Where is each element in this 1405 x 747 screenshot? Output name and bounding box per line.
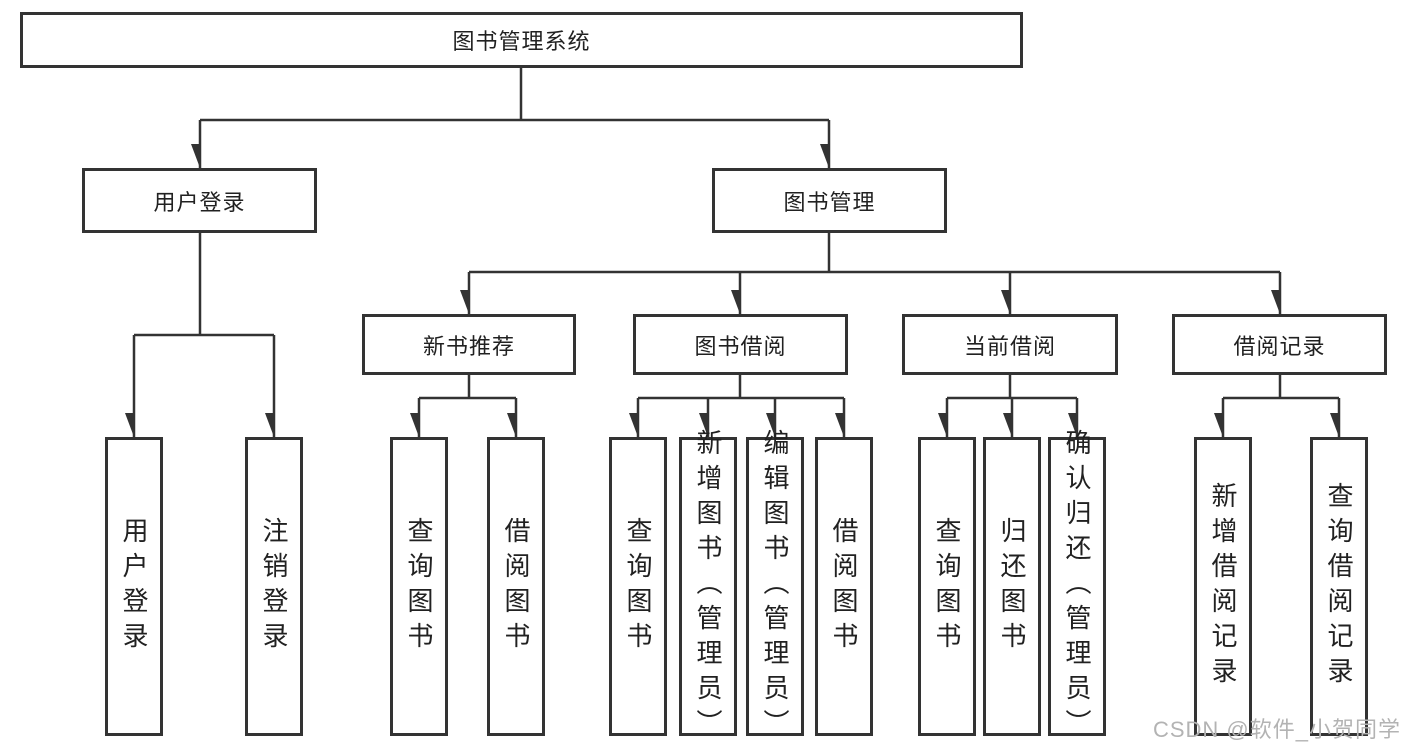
leaf-borrow-book: 借阅图书	[815, 437, 873, 736]
node-new-book-recommend: 新书推荐	[362, 314, 576, 375]
node-label: 用户登录	[153, 189, 246, 215]
leaf-query-borrow-record: 查询借阅记录	[1310, 437, 1368, 736]
node-label: 当前借阅	[963, 333, 1056, 359]
node-label: 新书推荐	[422, 333, 515, 359]
leaf-label: 查询图书	[932, 516, 962, 657]
node-borrow-records: 借阅记录	[1172, 314, 1387, 375]
leaf-return-book: 归还图书	[983, 437, 1041, 736]
leaf-label: 查询图书	[404, 516, 434, 657]
node-current-borrow: 当前借阅	[902, 314, 1118, 375]
leaf-label: 注销登录	[259, 516, 289, 657]
node-label: 图书管理	[783, 189, 876, 215]
leaf-label: 新增图书（管理员）	[693, 429, 723, 744]
watermark: CSDN @软件_小贺同学	[1152, 717, 1401, 742]
leaf-label: 新增借阅记录	[1208, 481, 1238, 692]
node-book-management: 图书管理	[712, 168, 947, 233]
leaf-label: 确认归还（管理员）	[1062, 429, 1092, 744]
node-label: 图书管理系统	[452, 29, 591, 54]
leaf-label: 借阅图书	[829, 516, 859, 657]
leaf-label: 查询图书	[623, 516, 653, 657]
node-book-borrow: 图书借阅	[633, 314, 848, 375]
node-label: 借阅记录	[1233, 333, 1326, 359]
node-library-management-system: 图书管理系统	[20, 12, 1023, 68]
leaf-edit-book-admin: 编辑图书（管理员）	[746, 429, 804, 744]
leaf-add-book-admin: 新增图书（管理员）	[679, 429, 737, 744]
leaf-recommend-query-book: 查询图书	[390, 437, 448, 736]
leaf-label: 归还图书	[997, 516, 1027, 657]
leaf-user-login: 用户登录	[105, 437, 163, 736]
leaf-label: 查询借阅记录	[1324, 481, 1354, 692]
leaf-add-borrow-record: 新增借阅记录	[1194, 437, 1252, 736]
leaf-current-query-book: 查询图书	[918, 437, 976, 736]
leaf-recommend-borrow-book: 借阅图书	[487, 437, 545, 736]
leaf-label: 用户登录	[119, 516, 149, 657]
leaf-label: 借阅图书	[501, 516, 531, 657]
node-label: 图书借阅	[694, 333, 787, 359]
leaf-borrow-query-book: 查询图书	[609, 437, 667, 736]
leaf-label: 编辑图书（管理员）	[760, 429, 790, 744]
node-user-login: 用户登录	[82, 168, 317, 233]
leaf-confirm-return-admin: 确认归还（管理员）	[1048, 429, 1106, 744]
leaf-logout: 注销登录	[245, 437, 303, 736]
